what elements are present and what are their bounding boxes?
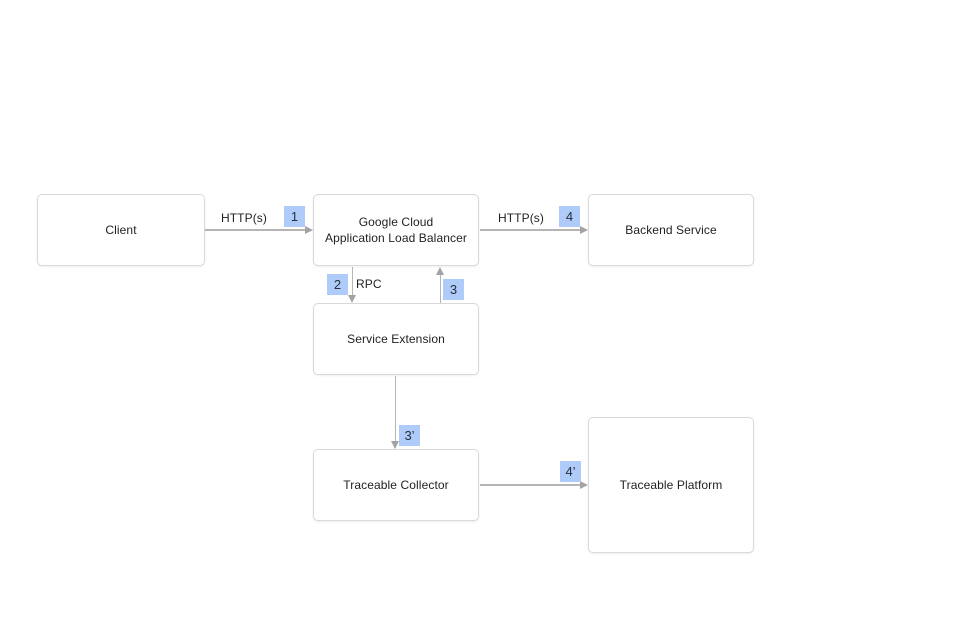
step-badge-4: 4 [559,206,580,227]
node-alb-label: Google Cloud Application Load Balancer [325,215,467,245]
edge-service-extension-to-collector-line [394,376,396,442]
step-badge-3-prime-text: 3’ [404,428,415,443]
edge-alb-to-backend-line [480,229,581,231]
node-traceable-collector: Traceable Collector [313,449,479,521]
step-badge-2-text: 2 [333,277,342,292]
node-service-extension: Service Extension [313,303,479,375]
node-traceable-platform-label: Traceable Platform [619,478,723,492]
step-badge-3: 3 [443,279,464,300]
node-service-extension-label: Service Extension [347,332,445,346]
edge-client-to-alb-line [205,229,306,231]
node-traceable-platform: Traceable Platform [588,417,754,553]
node-client-label: Client [105,223,137,237]
step-badge-4-prime: 4’ [560,461,581,482]
edge-alb-to-service-extension-line [351,267,353,296]
step-badge-1: 1 [284,206,305,227]
node-client: Client [37,194,205,266]
arrowhead-right-icon [580,480,588,489]
arrowhead-right-icon [305,225,313,234]
step-badge-4-prime-text: 4’ [565,464,576,479]
arrowhead-down-icon [390,441,399,449]
node-backend-service-label: Backend Service [625,223,717,237]
arrowhead-up-icon [435,267,444,275]
edge-service-extension-to-alb-line [439,274,441,303]
step-badge-1-text: 1 [290,209,299,224]
node-backend-service: Backend Service [588,194,754,266]
node-traceable-collector-label: Traceable Collector [343,478,449,492]
step-badge-4-text: 4 [565,209,574,224]
step-badge-3-text: 3 [449,282,458,297]
edge-collector-to-platform-line [480,484,581,486]
edge-client-to-alb-label: HTTP(s) [220,211,268,225]
edge-alb-to-backend-label: HTTP(s) [497,211,545,225]
edge-alb-to-service-extension-label: RPC [356,277,382,291]
arrowhead-down-icon [347,295,356,303]
step-badge-2: 2 [327,274,348,295]
node-google-cloud-application-load-balancer: Google Cloud Application Load Balancer [313,194,479,266]
arrowhead-right-icon [580,225,588,234]
step-badge-3-prime: 3’ [399,425,420,446]
